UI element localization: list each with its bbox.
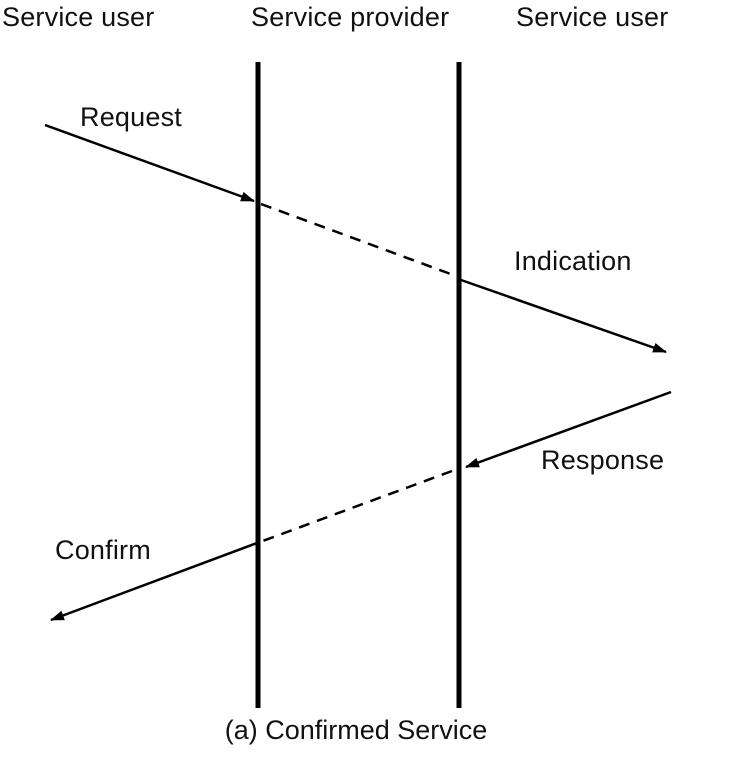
- response-arrow: [465, 390, 672, 469]
- response-label: Response: [541, 445, 665, 475]
- header-service-user-left: Service user: [2, 2, 155, 32]
- indication-label: Indication: [514, 246, 632, 276]
- header-service-user-right: Service user: [516, 2, 669, 32]
- request-label: Request: [80, 102, 182, 132]
- response-dashed-line: [259, 469, 453, 544]
- confirm-label: Confirm: [55, 535, 151, 565]
- request-dashed-line: [260, 202, 457, 278]
- confirm-arrow: [50, 541, 258, 622]
- header-service-provider: Service provider: [251, 2, 450, 32]
- diagram-caption: (a) Confirmed Service: [224, 715, 488, 745]
- request-arrow: [44, 123, 255, 203]
- indication-arrow: [460, 278, 667, 354]
